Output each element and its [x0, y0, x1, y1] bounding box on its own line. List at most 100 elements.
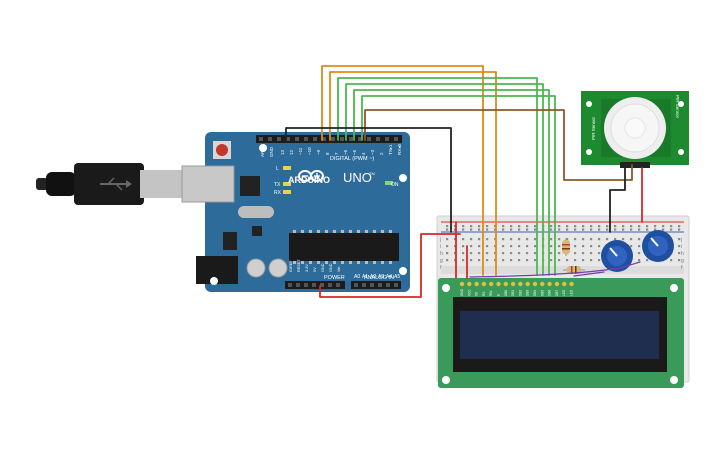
wires — [285, 65, 643, 298]
lcd-pin-label: GND — [460, 288, 464, 296]
wire-orange-1 — [321, 65, 484, 276]
digital-pin-label: ~11 — [298, 147, 303, 155]
wire-purple-1 — [469, 261, 641, 278]
lcd-pin — [547, 281, 552, 287]
lcd-pin — [518, 281, 523, 287]
lcd-pin — [503, 281, 508, 287]
digital-pin-label: 8 — [325, 152, 330, 155]
lcd-pin — [525, 281, 530, 287]
gnd-pin-label: GND — [269, 146, 274, 157]
wire-orange-2 — [329, 71, 497, 276]
arduino-logo-icon — [298, 170, 324, 182]
usb-symbol-icon — [100, 177, 132, 191]
lcd-pin-label: DB2 — [518, 290, 522, 296]
arduino-model-label: UNO — [343, 170, 372, 185]
breadboard-row-letter: f — [681, 265, 683, 271]
wire-black-gnd — [285, 127, 452, 233]
pir-label-left: PIR Sensor — [591, 116, 596, 140]
power-pin-label: GND — [321, 263, 325, 272]
lcd-pin — [467, 281, 472, 287]
breadboard-row-letter: i — [681, 244, 682, 250]
lcd-pin — [554, 281, 560, 287]
analog-pin-label: A5 — [394, 274, 400, 280]
lcd-pin — [459, 281, 465, 287]
l-led-label: L — [276, 166, 279, 172]
lcd-screen — [460, 311, 659, 359]
digital-pin-label: RX◂0 — [397, 143, 402, 155]
digital-pin-label: 2 — [379, 152, 384, 155]
wire-red-5v — [319, 233, 461, 298]
digital-pin-label: 13 — [280, 149, 285, 155]
digital-pin-label: ~3 — [370, 149, 375, 155]
breadboard-row-letter: i — [440, 244, 441, 250]
lcd-pin-label: E — [497, 294, 501, 296]
digital-pin-label: ~10 — [307, 147, 312, 155]
lcd-pin — [481, 281, 487, 287]
power-pin-label: IOREF — [289, 260, 293, 272]
digital-header-label: DIGITAL (PWM ~) — [330, 156, 374, 162]
power-pin-label: 5V — [313, 267, 317, 272]
analog-pin-label: A1 — [362, 274, 368, 280]
potentiometer-2 — [642, 230, 674, 262]
digital-pin-label: ~5 — [352, 149, 357, 155]
digital-pin-label: 7 — [334, 152, 339, 155]
breadboard-row-letter: g — [681, 258, 684, 264]
pir-sensor: PIR Sensor PIR Sensor — [581, 91, 689, 168]
breadboard-row-letter: j — [439, 237, 441, 243]
digital-pin-label: 12 — [289, 149, 294, 155]
lcd-pin-label: DB0 — [504, 290, 508, 296]
lcd-pin — [569, 281, 574, 287]
lcd-pin-label: LED — [570, 289, 574, 296]
power-pin-label: RESET — [297, 259, 301, 272]
wire-green-4 — [361, 95, 556, 276]
digital-pin-label: ~9 — [316, 149, 321, 155]
analog-header-label: ANALOG IN — [364, 275, 394, 281]
lcd-pin — [489, 281, 494, 287]
power-pin-label: 3.3V — [305, 264, 309, 272]
wire-green-1 — [337, 77, 538, 276]
reset-button — [213, 141, 231, 159]
lcd-pin — [474, 281, 479, 287]
power-header-label: POWER — [324, 275, 345, 281]
lcd-pin — [532, 281, 538, 287]
analog-pin-label: A4 — [386, 274, 392, 280]
lcd-pin — [540, 281, 545, 287]
breadboard-row-letter: j — [680, 237, 682, 243]
lcd-pin-label: VCC — [467, 289, 471, 296]
lcd-pin-label: DB4 — [533, 290, 537, 296]
resistor-1 — [562, 238, 570, 256]
lcd-pin-label: RS — [482, 292, 486, 296]
potentiometer-1 — [601, 240, 633, 272]
aref-pin-label: AREF — [260, 145, 265, 157]
lcd-pin-label: V0 — [475, 292, 479, 296]
wire-black-pir-gnd — [609, 167, 626, 233]
lcd-pin — [562, 281, 567, 287]
wire-green-3 — [353, 89, 550, 276]
power-pin-label: GND — [329, 263, 333, 272]
arduino-tm-label: TM — [369, 171, 375, 176]
arduino-uno-board: ARDUINO UNO TM DIGITAL (PWM ~) POWER ANA… — [181, 132, 410, 292]
on-led-label: ON — [391, 182, 399, 188]
power-pin-label: Vin — [337, 267, 341, 272]
lcd-pin — [496, 281, 501, 287]
digital-pin-label: TX▸1 — [388, 144, 393, 155]
breadboard-row-letter: g — [440, 258, 443, 264]
lcd-pin-label: DB1 — [511, 290, 515, 296]
rx-led-label: RX — [274, 190, 282, 196]
analog-pin-label: A0 — [354, 274, 360, 280]
lcd-pin-label: LED — [562, 289, 566, 296]
digital-pin-label: 4 — [361, 152, 366, 155]
lcd-pin-label: DB6 — [548, 290, 552, 296]
analog-pin-label: A3 — [378, 274, 384, 280]
breadboard-row-letter: f — [440, 265, 442, 271]
lcd-pin-label: DB3 — [526, 290, 530, 296]
breadboard-row-letter: h — [681, 251, 684, 257]
wire-green-2 — [345, 83, 544, 276]
breadboard-row-letter: h — [440, 251, 443, 257]
lcd-pin-label: RW — [489, 291, 493, 296]
digital-pin-label: ~6 — [343, 149, 348, 155]
lcd-pin-label: DB7 — [555, 290, 559, 296]
analog-pin-label: A2 — [370, 274, 376, 280]
